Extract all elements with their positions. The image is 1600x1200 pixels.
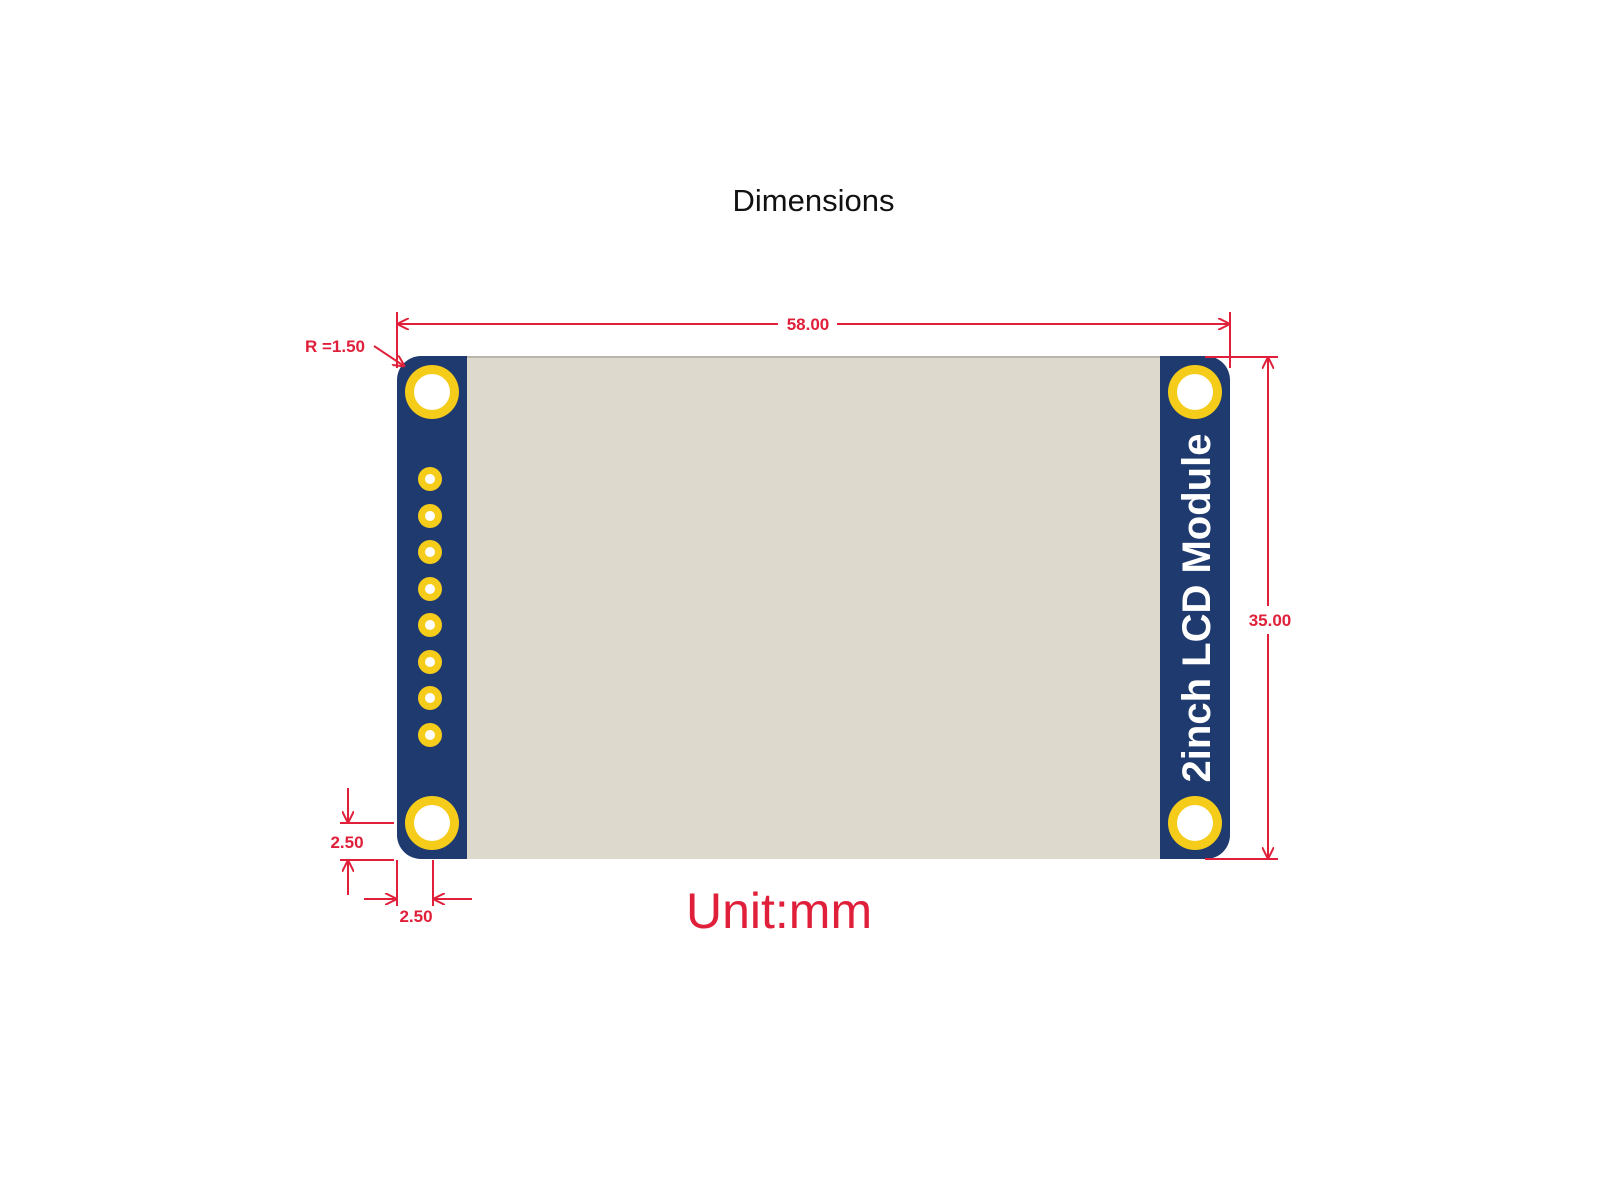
header-pin	[418, 467, 442, 491]
header-pin	[418, 504, 442, 528]
header-pin	[418, 577, 442, 601]
header-pin	[418, 613, 442, 637]
module-label: 2inch LCD Module	[1175, 434, 1219, 783]
page-title: Dimensions	[732, 183, 895, 218]
lcd-module-board: 2inch LCD Module	[397, 356, 1230, 859]
mounting-hole-top-left	[405, 365, 459, 419]
hole-offset-vertical-label: 2.50	[330, 833, 363, 852]
height-dimension: 35.00	[1205, 356, 1292, 860]
hole-offset-horizontal-label: 2.50	[399, 907, 432, 926]
height-dimension-label: 35.00	[1249, 611, 1292, 630]
header-pin	[418, 686, 442, 710]
unit-label: Unit:mm	[686, 883, 872, 939]
mounting-hole-bottom-right	[1168, 796, 1222, 850]
corner-radius-label: R =1.50	[305, 337, 365, 356]
header-pin	[418, 540, 442, 564]
header-pins	[418, 467, 442, 747]
hole-offset-vertical-dimension: 2.50	[330, 788, 394, 895]
hole-offset-horizontal-dimension: 2.50	[364, 860, 472, 926]
corner-radius-callout: R =1.50	[305, 337, 404, 366]
mounting-hole-bottom-left	[405, 796, 459, 850]
width-dimension-label: 58.00	[787, 315, 830, 334]
mounting-hole-top-right	[1168, 365, 1222, 419]
header-pin	[418, 723, 442, 747]
header-pin	[418, 650, 442, 674]
lcd-screen	[467, 356, 1160, 859]
width-dimension: 58.00	[396, 312, 1231, 368]
